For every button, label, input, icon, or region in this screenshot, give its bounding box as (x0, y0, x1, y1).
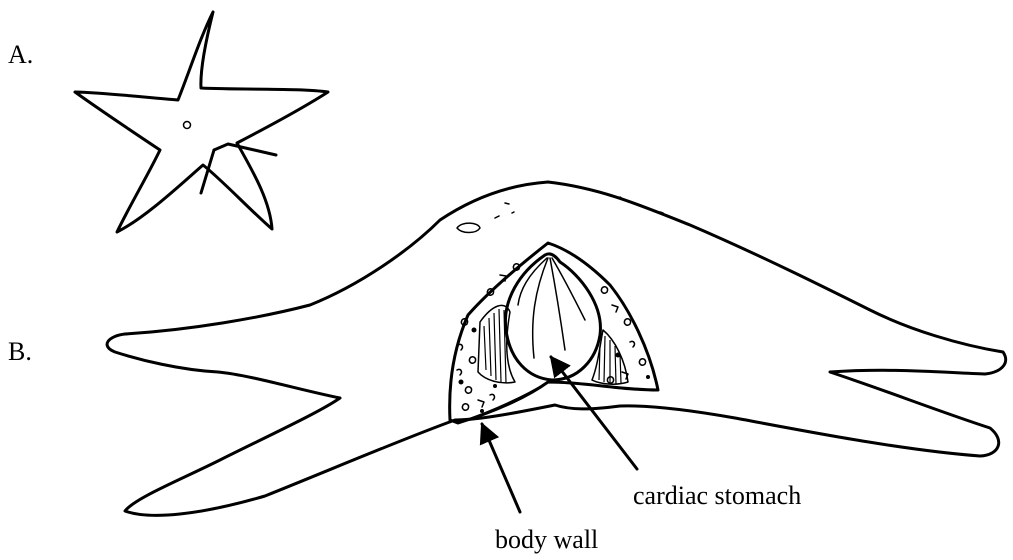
cardiac-stomach-label: cardiac stomach (633, 481, 801, 510)
stomach-fold-2 (550, 258, 565, 350)
surface-speckle-2 (505, 203, 509, 204)
body-wall-label: body wall (495, 525, 598, 554)
wall-pointer-arrow (482, 424, 520, 512)
surface-speckle-5 (660, 212, 663, 213)
madreporite-b (457, 223, 480, 232)
surface-speckle-3 (512, 212, 514, 213)
body-wall-ossicles (457, 264, 650, 413)
starfish-outline (75, 12, 328, 232)
panel-a-label: A. (8, 40, 33, 69)
pyloric-caeca-right (592, 330, 628, 384)
dissected-body-outline (107, 182, 1006, 515)
stomach-fold-1 (533, 258, 548, 358)
cut-line-1 (214, 144, 276, 155)
madreporite (184, 122, 191, 129)
surface-speckle-1 (495, 216, 499, 218)
starfish-top-view (75, 12, 328, 232)
cut-opening (450, 243, 658, 423)
starfish-dissected-view (107, 182, 1006, 515)
panel-b-label: B. (8, 337, 32, 366)
